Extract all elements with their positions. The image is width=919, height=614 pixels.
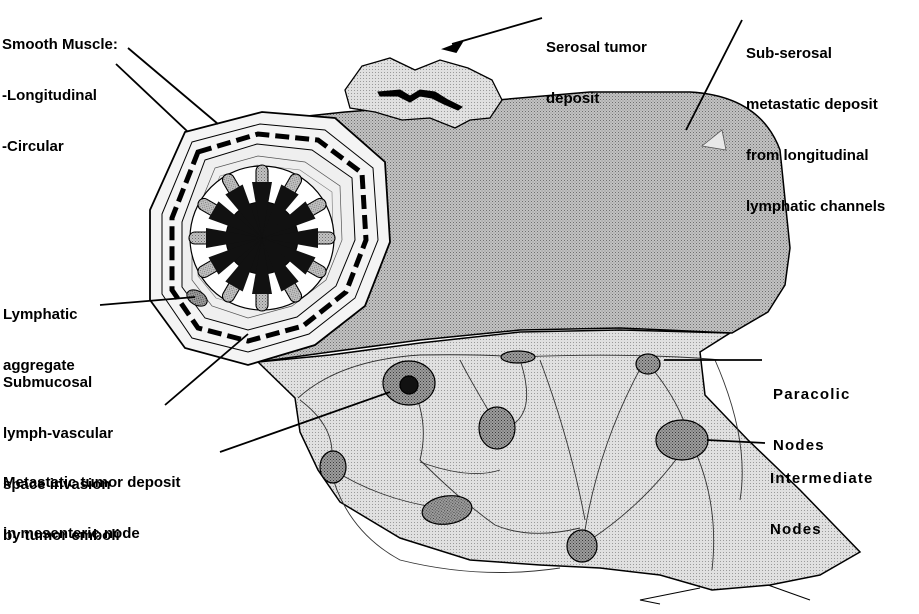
- label-serosal-line2: deposit: [546, 90, 647, 107]
- label-longitudinal: -Longitudinal: [2, 87, 118, 104]
- label-smooth-muscle: Smooth Muscle: -Longitudinal -Circular: [2, 2, 118, 172]
- label-lymphatic-line1: Lymphatic: [3, 306, 77, 323]
- label-serosal-line1: Serosal tumor: [546, 39, 647, 56]
- label-subserosal-deposit: Sub-serosal metastatic deposit from long…: [746, 11, 885, 232]
- metastatic-focus: [400, 376, 418, 394]
- label-smooth-muscle-title: Smooth Muscle:: [2, 36, 118, 53]
- label-metastatic-line2: in mesenteric node: [3, 525, 181, 542]
- label-intermediate-nodes: Intermediate Nodes: [770, 436, 874, 555]
- label-intermediate-line2: Nodes: [770, 521, 874, 538]
- mesenteric-node: [320, 451, 346, 483]
- label-subserosal-line2: metastatic deposit: [746, 96, 885, 113]
- mesenteric-node: [567, 530, 597, 562]
- label-submucosal-line1: Submucosal: [3, 374, 120, 391]
- label-paracolic-line1: Paracolic: [773, 386, 851, 403]
- label-serosal-tumor-deposit: Serosal tumor deposit: [546, 5, 647, 124]
- label-subserosal-line1: Sub-serosal: [746, 45, 885, 62]
- paracolic-node: [501, 351, 535, 363]
- label-metastatic-node: Metastatic tumor deposit in mesenteric n…: [3, 440, 181, 559]
- label-circular: -Circular: [2, 138, 118, 155]
- label-intermediate-line1: Intermediate: [770, 470, 874, 487]
- mesenteric-node: [479, 407, 515, 449]
- paracolic-node: [636, 354, 660, 374]
- label-subserosal-line3: from longitudinal: [746, 147, 885, 164]
- label-metastatic-line1: Metastatic tumor deposit: [3, 474, 181, 491]
- label-subserosal-line4: lymphatic channels: [746, 198, 885, 215]
- intermediate-node: [656, 420, 708, 460]
